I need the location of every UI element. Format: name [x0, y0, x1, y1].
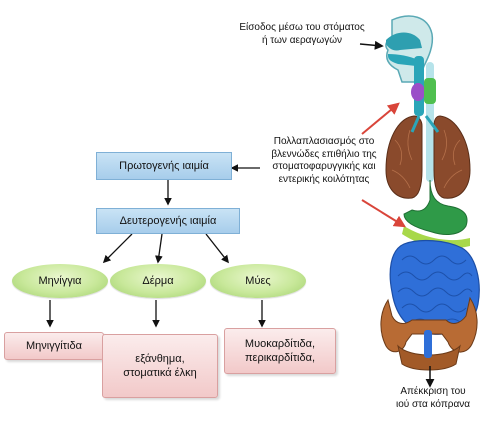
outcome-muscle-line1: Μυοκαρδίτιδα,	[244, 338, 316, 350]
replication-label-line3: στοματοφαρυγγικής και	[272, 161, 376, 172]
replication-label-line4: εντερικής κοιλότητας	[278, 173, 370, 185]
red-arrow-to-throat	[361, 102, 400, 135]
larynx	[411, 83, 425, 101]
target-muscle: Μύες	[210, 264, 306, 298]
pelvis	[380, 296, 478, 353]
stomach	[403, 179, 468, 235]
excretion-label-line2: ιού στα κόπρανα	[395, 398, 471, 410]
secondary-viremia-box: Δευτερογενής ιαιμία	[96, 208, 240, 234]
replication-label-line1: Πολλαπλασιασμός στο	[273, 136, 375, 147]
outcome-skin-box: εξάνθημα, στοματικά έλκη	[102, 334, 218, 398]
primary-viremia-box: Πρωτογενής ιαιμία	[96, 152, 232, 180]
outcome-meninges-label: Μηνιγγίτιδα	[26, 340, 82, 352]
outcome-muscle-line2: περικαρδίτιδα,	[244, 352, 316, 364]
target-muscle-label: Μύες	[245, 275, 271, 287]
target-skin-label: Δέρμα	[142, 275, 174, 287]
target-meninges-label: Μηνίγγια	[38, 275, 82, 287]
outcome-meninges-box: Μηνιγγίτιδα	[4, 332, 104, 360]
outcome-skin-line2: στοματικά έλκη	[123, 367, 197, 379]
arrow-to-muscle	[205, 233, 229, 264]
excretion-label-line1: Απέκκριση του	[400, 386, 466, 397]
target-meninges: Μηνίγγια	[12, 264, 108, 298]
entry-label: Είσοδος μέσω του στόματος ή των αεραγωγώ…	[222, 22, 382, 47]
primary-viremia-label: Πρωτογενής ιαιμία	[119, 160, 209, 172]
left-lung	[385, 115, 423, 199]
entry-label-line1: Είσοδος μέσω του στόματος	[239, 22, 365, 33]
nasal-cavity	[386, 32, 422, 51]
outcome-skin-line1: εξάνθημα,	[135, 353, 185, 365]
right-lung	[433, 115, 471, 199]
mouth-cavity	[388, 54, 418, 66]
arrow-to-skin	[155, 233, 163, 264]
duodenum	[402, 226, 470, 249]
rectum	[424, 330, 432, 358]
replication-label-line2: βλεννώδες επιθήλιο της	[271, 148, 377, 160]
red-arrow-to-gut	[361, 199, 407, 228]
replication-label: Πολλαπλασιασμός στο βλεννώδες επιθήλιο τ…	[256, 136, 392, 186]
outcome-muscle-box: Μυοκαρδίτιδα, περικαρδίτιδα,	[224, 328, 336, 374]
target-skin: Δέρμα	[110, 264, 206, 298]
excretion-label: Απέκκριση του ιού στα κόπρανα	[378, 386, 488, 411]
throat-band	[424, 78, 436, 104]
entry-label-line2: ή των αεραγωγών	[261, 34, 343, 46]
secondary-viremia-label: Δευτερογενής ιαιμία	[119, 215, 217, 227]
bronchi	[410, 115, 440, 133]
entry-arrow	[359, 40, 384, 50]
arrow-to-meninges	[102, 233, 133, 264]
